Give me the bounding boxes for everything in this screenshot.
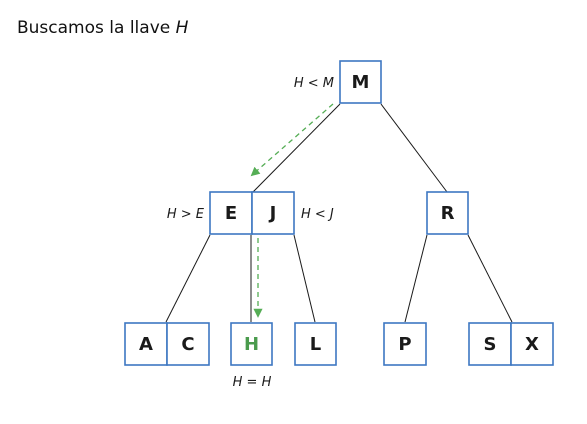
key-box-p <box>383 322 427 366</box>
key-h-found: H <box>244 334 259 355</box>
comparison-h-lt-m: H < M <box>294 76 334 91</box>
key-box-x <box>510 322 554 366</box>
key-p: P <box>398 334 411 355</box>
edge-m-r <box>380 103 448 193</box>
comparison-h-gt-e: H > E <box>167 207 205 222</box>
edge-r-sx <box>467 234 513 323</box>
key-c: C <box>181 334 194 355</box>
edge-ej-l <box>293 234 316 323</box>
heading-search-key: H <box>175 18 189 38</box>
key-s: S <box>484 334 497 355</box>
leaf-p: P <box>383 322 427 366</box>
tree-edges <box>165 103 513 323</box>
key-box-j <box>251 191 295 235</box>
leaf-l: L <box>294 322 337 366</box>
leaf-h: H <box>230 322 273 366</box>
comparison-h-lt-j: H < J <box>301 207 334 222</box>
key-m: M <box>352 72 370 93</box>
key-box-e <box>209 191 253 235</box>
key-e: E <box>225 203 237 224</box>
key-box-m <box>339 60 382 104</box>
key-j: J <box>268 203 277 224</box>
search-arrow-m-to-e <box>250 103 334 177</box>
comparison-labels: H < M H > E H < J H = H <box>167 76 334 390</box>
leaf-sx: S X <box>468 322 554 366</box>
node-root: M <box>339 60 382 104</box>
key-a: A <box>139 334 153 355</box>
key-box-s <box>468 322 512 366</box>
comparison-h-eq-h: H = H <box>233 375 272 390</box>
key-box-r <box>426 191 469 235</box>
key-box-h <box>230 322 273 366</box>
key-x: X <box>525 334 539 355</box>
key-box-l <box>294 322 337 366</box>
edge-m-ej <box>252 103 341 193</box>
edge-ej-ac <box>165 234 211 323</box>
key-box-a <box>124 322 168 366</box>
node-ej: E J <box>209 191 295 235</box>
node-r: R <box>426 191 469 235</box>
key-l: L <box>310 334 321 355</box>
leaf-ac: A C <box>124 322 210 366</box>
heading-text: Buscamos la llave <box>17 18 171 38</box>
heading: Buscamos la llave H <box>17 18 188 38</box>
edge-r-p <box>404 234 428 323</box>
key-r: R <box>441 203 455 224</box>
key-box-c <box>166 322 210 366</box>
search-path <box>250 103 334 318</box>
